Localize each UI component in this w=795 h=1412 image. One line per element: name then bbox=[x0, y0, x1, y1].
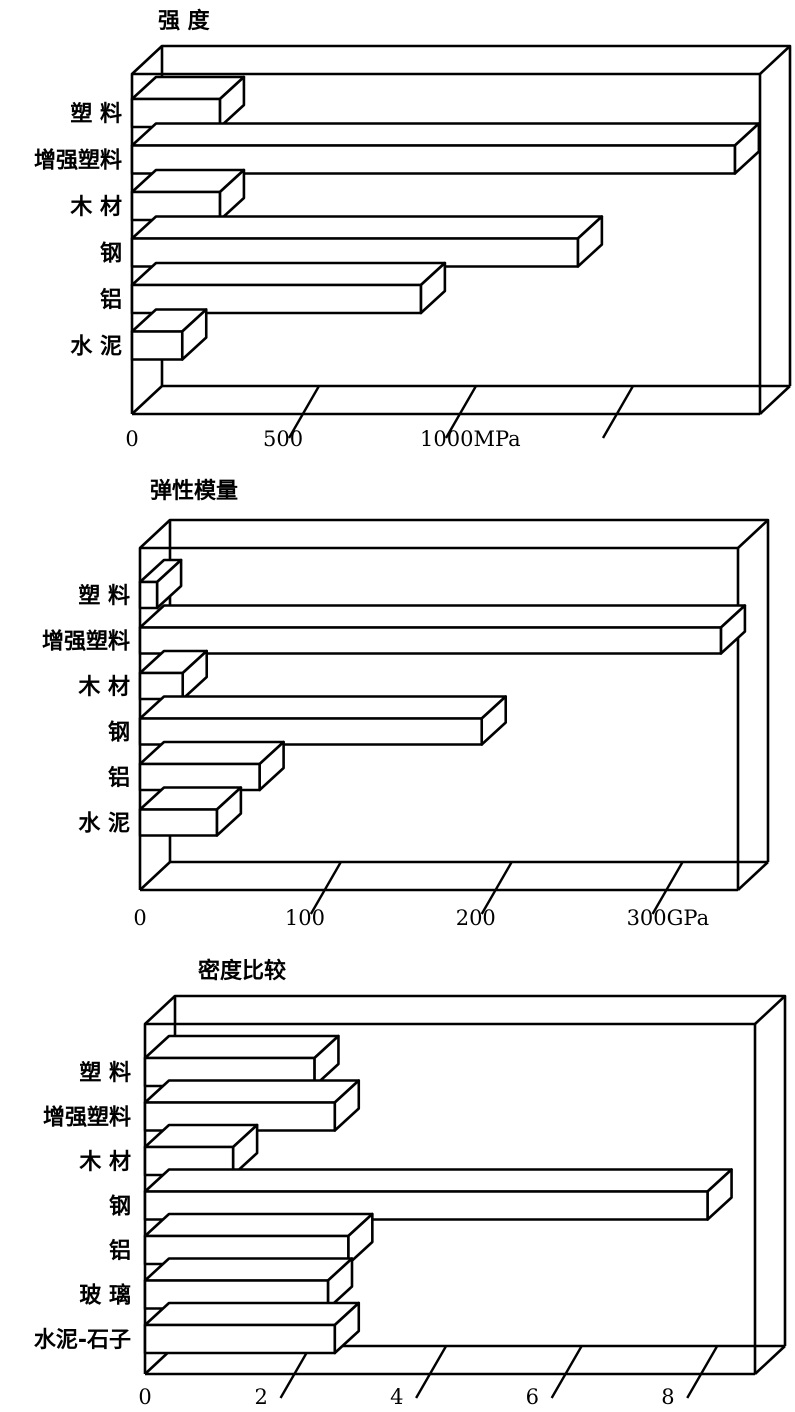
bar bbox=[130, 215, 604, 268]
x-tick-label: 0 bbox=[133, 906, 146, 930]
bar bbox=[138, 558, 183, 610]
bar-top-face bbox=[138, 695, 508, 720]
chart-frame-back bbox=[168, 518, 770, 862]
bar-top-face bbox=[130, 122, 761, 147]
chart-frame-connector-bottom-right bbox=[737, 861, 769, 891]
bar bbox=[143, 1079, 361, 1132]
x-tick-label: 0 bbox=[125, 427, 138, 451]
bar-front-face bbox=[143, 1190, 709, 1221]
x-tick-mark bbox=[287, 385, 321, 439]
category-label: 增强塑料 bbox=[42, 629, 130, 655]
x-tick-mark bbox=[309, 861, 342, 915]
category-label: 铝 bbox=[109, 1238, 131, 1264]
bar-top-face bbox=[143, 1034, 340, 1060]
bar bbox=[138, 740, 285, 792]
bar-front-face bbox=[138, 580, 159, 610]
category-label: 水 泥 bbox=[70, 335, 122, 360]
category-label: 增强塑料 bbox=[43, 1105, 131, 1131]
bar-top-face bbox=[143, 1168, 733, 1193]
category-label: 塑 料 bbox=[79, 1061, 131, 1086]
category-label: 木 材 bbox=[78, 1150, 131, 1175]
bar bbox=[138, 786, 243, 837]
bar-top-face bbox=[130, 261, 447, 287]
category-label: 钢 bbox=[108, 720, 130, 746]
category-label: 钢 bbox=[109, 1194, 131, 1220]
bar-top-face bbox=[138, 604, 747, 629]
chart-frame-connector-top-right bbox=[737, 519, 769, 549]
category-label: 铝 bbox=[108, 765, 130, 791]
category-label: 铝 bbox=[100, 287, 122, 313]
chart-frame-connector-bottom-right bbox=[759, 385, 791, 415]
bar-front-face bbox=[138, 717, 484, 746]
chart-frame-connector-bottom-right bbox=[754, 1345, 786, 1375]
x-tick-mark bbox=[279, 1345, 312, 1399]
category-label: 木 材 bbox=[77, 675, 130, 700]
x-tick-mark bbox=[686, 1345, 719, 1399]
category-label: 塑 料 bbox=[70, 102, 122, 127]
bar bbox=[143, 1257, 354, 1310]
bar-top-face bbox=[143, 1257, 354, 1282]
category-label: 水 泥 bbox=[78, 812, 130, 837]
chart-title: 强 度 bbox=[158, 8, 211, 34]
bar bbox=[143, 1123, 259, 1177]
bar bbox=[138, 695, 508, 746]
bar bbox=[143, 1168, 733, 1221]
category-label: 钢 bbox=[100, 241, 122, 267]
chart-frame-connector-top-right bbox=[759, 45, 791, 75]
bar bbox=[130, 308, 208, 361]
bar-front-face bbox=[130, 330, 184, 361]
chart-frame-connector-top-left bbox=[139, 519, 171, 549]
x-tick-label: 300GPa bbox=[627, 906, 710, 930]
bar bbox=[130, 261, 447, 315]
x-tick-label: 500 bbox=[263, 427, 303, 451]
x-tick-label: 100 bbox=[285, 906, 325, 930]
x-tick-mark bbox=[651, 861, 684, 915]
category-label: 水泥-石子 bbox=[34, 1328, 131, 1353]
x-tick-label: 200 bbox=[456, 906, 496, 930]
chart-floor-left-edge bbox=[131, 385, 163, 415]
x-tick-label: 6 bbox=[526, 1385, 539, 1409]
chart-title: 弹性模量 bbox=[150, 479, 238, 504]
bar-top-face bbox=[143, 1079, 361, 1104]
bar-top-face bbox=[130, 215, 604, 240]
x-tick-label: 8 bbox=[661, 1385, 674, 1409]
x-tick-label: 1000MPa bbox=[420, 427, 521, 451]
bar bbox=[143, 1301, 361, 1355]
x-tick-label: 0 bbox=[138, 1385, 151, 1409]
x-tick-mark bbox=[415, 1345, 448, 1399]
bar-front-face bbox=[143, 1323, 337, 1355]
chart-floor-left-edge bbox=[139, 861, 171, 891]
category-label: 塑 料 bbox=[78, 584, 130, 609]
x-tick-mark bbox=[444, 385, 478, 439]
chart-frame-connector-top-left bbox=[131, 45, 163, 75]
bar bbox=[138, 604, 747, 655]
x-tick-mark bbox=[601, 385, 635, 439]
bar-front-face bbox=[138, 808, 219, 837]
chart-frame-connector-top-left bbox=[144, 995, 176, 1025]
chart-frame-connector-top-right bbox=[754, 995, 786, 1025]
bar bbox=[130, 75, 246, 129]
bar-front-face bbox=[138, 671, 185, 701]
category-label: 玻 璃 bbox=[79, 1283, 131, 1309]
x-tick-mark bbox=[550, 1345, 583, 1399]
bar-top-face bbox=[143, 1301, 361, 1327]
bar-front-face bbox=[138, 626, 723, 655]
bar bbox=[130, 122, 761, 175]
x-tick-mark bbox=[480, 861, 513, 915]
bar bbox=[143, 1034, 340, 1088]
bar-top-face bbox=[143, 1212, 374, 1238]
bar bbox=[143, 1212, 374, 1266]
bar bbox=[138, 649, 209, 701]
bar bbox=[130, 168, 246, 222]
x-tick-label: 4 bbox=[390, 1385, 403, 1409]
category-label: 木 材 bbox=[69, 195, 122, 220]
category-label: 增强塑料 bbox=[34, 148, 122, 174]
chart-title: 密度比较 bbox=[198, 958, 286, 984]
bar-front-face bbox=[138, 762, 261, 792]
x-tick-label: 2 bbox=[255, 1385, 268, 1409]
